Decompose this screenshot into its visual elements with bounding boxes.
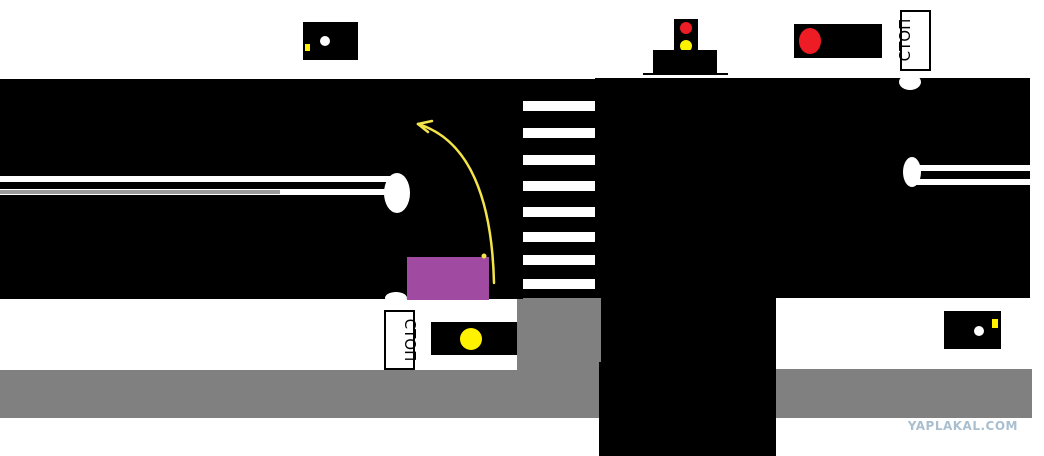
- car-indicator: [481, 253, 487, 259]
- turn-arrow: [416, 119, 496, 285]
- stop-sign-right-text: СТОП: [896, 19, 914, 62]
- traffic-light-yellow: [431, 322, 517, 355]
- traffic-light-red: [794, 24, 882, 58]
- sidewalk-corner: [517, 298, 601, 370]
- traffic-light-icon: [643, 19, 728, 75]
- lane-markings-right: [899, 74, 1030, 187]
- car: [407, 257, 489, 300]
- stop-sign-right: СТОП: [896, 10, 931, 71]
- traffic-light-top-left: [303, 22, 358, 60]
- curb-bump: [385, 292, 407, 304]
- road-right: [595, 78, 1030, 298]
- sidewalk-left: [0, 370, 600, 418]
- lane-markings-left: [0, 173, 410, 213]
- stop-sign-left: СТОП: [384, 310, 419, 370]
- traffic-light-bottom-right: [944, 311, 1001, 349]
- watermark: YAPLAKAL.COM: [907, 419, 1018, 433]
- sidewalk-right: [776, 369, 1032, 418]
- pedestrian-crossing: [523, 79, 595, 298]
- road-vertical-base: [599, 362, 775, 456]
- stop-sign-left-text: СТОП: [401, 319, 419, 362]
